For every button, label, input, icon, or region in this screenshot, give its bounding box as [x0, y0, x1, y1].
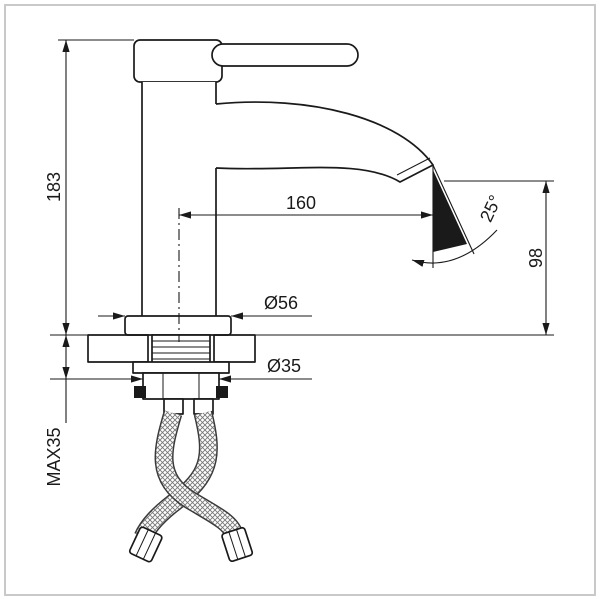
- outlet-angle-label: 25°: [476, 192, 506, 225]
- hose-nut-right: [221, 526, 254, 563]
- section-block-right: [216, 386, 228, 398]
- overall-height-label: 183: [44, 172, 64, 202]
- dim-max-thickness: MAX35: [44, 334, 96, 487]
- spout-reach-label: 160: [286, 193, 316, 213]
- angle-wedge: [433, 170, 467, 252]
- washer: [132, 361, 230, 374]
- dim-spout-reach: 160: [178, 193, 434, 342]
- faucet-body: [141, 82, 217, 316]
- faucet-spout: [215, 101, 434, 183]
- supply-hoses: [128, 410, 254, 563]
- dim-spout-height: 98: [233, 180, 554, 336]
- faucet-spout-fill: [216, 102, 433, 182]
- faucet-drawing: [87, 39, 434, 563]
- supply-hose-left: [154, 410, 244, 539]
- handle-cap: [133, 39, 223, 83]
- dim-base-diameter: Ø56: [98, 293, 312, 320]
- spout-height-label: 98: [526, 248, 546, 268]
- section-block-left: [134, 386, 146, 398]
- base-flange: [124, 315, 232, 336]
- hole-diameter-label: Ø35: [267, 356, 301, 376]
- lock-nut-facets: [162, 373, 200, 399]
- dim-overall-height: 183: [44, 39, 134, 336]
- hose-nut-left: [128, 526, 163, 563]
- base-diameter-label: Ø56: [264, 293, 298, 313]
- max-thickness-label: MAX35: [44, 427, 64, 486]
- lock-nut: [134, 372, 228, 400]
- deck-hatch-right: [213, 334, 256, 363]
- handle-lever: [211, 43, 359, 67]
- angle-arc-arrow: [411, 229, 498, 267]
- dim-hole-diameter: Ø35: [96, 356, 312, 383]
- deck-hatch-left: [87, 334, 149, 363]
- spout-aerator-line: [396, 157, 431, 176]
- shank-threads: [152, 340, 210, 372]
- outlet-direction-line: [432, 164, 475, 255]
